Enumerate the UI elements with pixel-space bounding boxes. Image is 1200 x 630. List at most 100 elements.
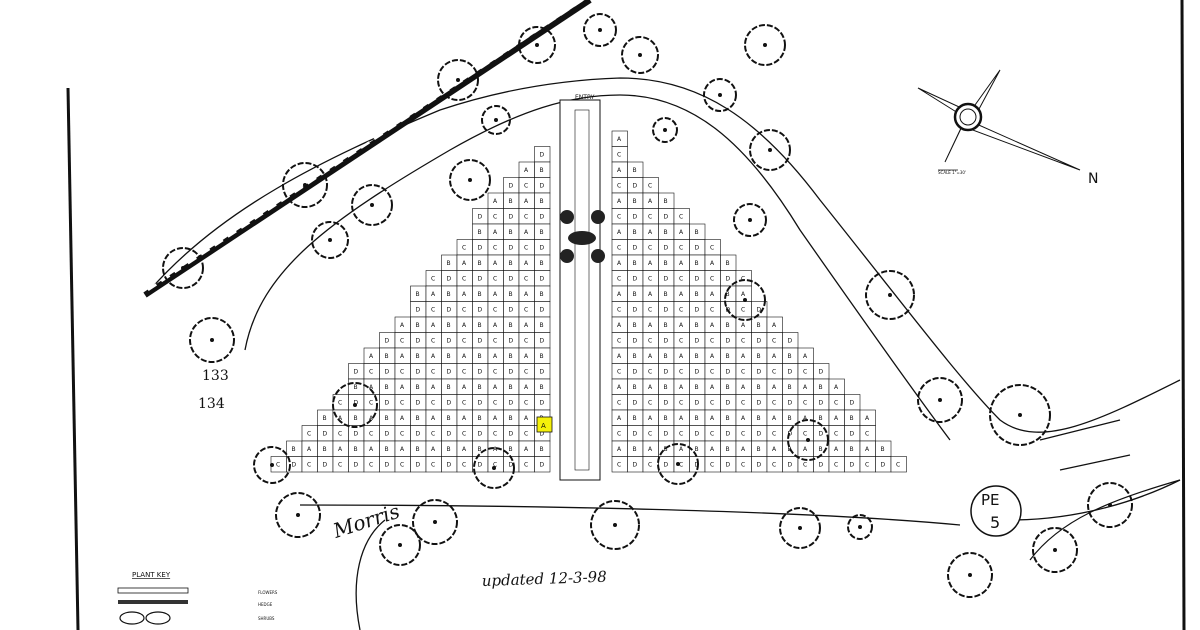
grave-plot-letter: A — [369, 446, 374, 453]
grave-plot-letter: C — [524, 307, 528, 314]
grave-plot-letter: A — [369, 384, 374, 391]
tree-icon — [787, 419, 829, 461]
grave-plot-letter: A — [710, 446, 715, 453]
grave-plot-letter: C — [648, 462, 652, 469]
grave-plot-letter: C — [369, 369, 373, 376]
grave-plot-letter: A — [865, 446, 870, 453]
grave-plot-letter: D — [757, 307, 762, 314]
grave-plot-letter: D — [540, 431, 545, 438]
grave-plot-letter: B — [726, 415, 730, 422]
tree-icon — [282, 162, 328, 208]
grave-plot-letter: D — [664, 462, 669, 469]
grave-plot-letter: B — [509, 415, 513, 422]
grave-plot-letter: A — [462, 446, 467, 453]
grave-plot-letter: C — [493, 276, 497, 283]
grave-plot-letter: C — [617, 431, 621, 438]
tree-icon — [947, 552, 993, 598]
tree-icon — [847, 514, 873, 540]
grave-plot-letter: D — [757, 338, 762, 345]
grave-plot-letter: A — [617, 167, 622, 174]
grave-plot-letter: B — [323, 415, 327, 422]
grave-plot-letter: B — [788, 353, 792, 360]
grave-plot-letter: A — [648, 353, 653, 360]
tree-icon — [621, 36, 659, 74]
grave-plot-letter: C — [307, 431, 311, 438]
grave-plot-letter: B — [478, 353, 482, 360]
grave-plot-letter: C — [493, 431, 497, 438]
grave-plot-letter: B — [385, 415, 389, 422]
tree-trunk-icon — [492, 466, 496, 470]
grave-plot-letter: B — [633, 353, 637, 360]
grave-plot-letter: A — [462, 291, 467, 298]
grave-plot-letter: B — [385, 384, 389, 391]
grave-plot-letter: A — [431, 353, 436, 360]
tree-icon — [412, 499, 458, 545]
tree-icon — [1087, 482, 1133, 528]
grave-plot-letter: B — [664, 229, 668, 236]
page-border-right — [1180, 0, 1186, 630]
grave-plot-letter: B — [633, 167, 637, 174]
grave-plot[interactable] — [890, 456, 907, 473]
grave-plot-letter: C — [710, 276, 714, 283]
grave-plot-letter: C — [679, 338, 683, 345]
grave-plot-letter: B — [447, 353, 451, 360]
grave-plot-letter: A — [493, 353, 498, 360]
grave-plot-letter: A — [648, 384, 653, 391]
grave-plot-letter: B — [478, 260, 482, 267]
grave-plot-letter: D — [850, 400, 855, 407]
grave-plot-letter: D — [323, 462, 328, 469]
grave-plot-letter: D — [540, 307, 545, 314]
grave-plot-letter: A — [803, 384, 808, 391]
grave-plot-letter: D — [695, 307, 700, 314]
tree-icon — [351, 184, 393, 226]
grave-plot-letter: A — [648, 198, 653, 205]
grave-plot-letter: C — [617, 183, 621, 190]
highlighted-plot[interactable] — [536, 416, 553, 433]
grave-plot-letter: C — [462, 369, 466, 376]
grave-plot-letter: A — [493, 384, 498, 391]
grave-plot-letter: D — [509, 276, 514, 283]
grave-plot-letter: A — [741, 415, 746, 422]
grave-plot-letter: B — [540, 260, 544, 267]
grave-plot-letter: C — [710, 338, 714, 345]
grave-plot-letter: C — [617, 338, 621, 345]
grave-plot-letter: D — [757, 431, 762, 438]
grave-plot-letter: B — [819, 446, 823, 453]
grave-plot-letter: D — [385, 431, 390, 438]
tree-icon — [733, 203, 767, 237]
grave-plot-letter: A — [803, 446, 808, 453]
grave-plot[interactable] — [534, 456, 551, 473]
grave-plot-letter: C — [679, 276, 683, 283]
grave-plot-letter: B — [509, 353, 513, 360]
grave-plot-letter: D — [695, 245, 700, 252]
grave-plot-letter: C — [741, 462, 745, 469]
grave-plot-letter: C — [617, 245, 621, 252]
tree-icon — [189, 317, 235, 363]
plant-key-label-shrubs: SHRUBS — [258, 616, 275, 621]
grave-plot-letter: A — [462, 260, 467, 267]
grave-plot-letter: D — [509, 338, 514, 345]
grave-plot-letter: D — [478, 431, 483, 438]
grave-plot-letter: B — [664, 446, 668, 453]
grave-plot-letter: B — [478, 446, 482, 453]
grave-plot-letter: D — [664, 214, 669, 221]
grave-plot-letter: A — [617, 415, 622, 422]
tree-icon — [724, 279, 766, 321]
grave-plot-letter: A — [524, 198, 529, 205]
grave-plot-letter: C — [493, 462, 497, 469]
grave-plot-letter: C — [710, 400, 714, 407]
grave-plot-letter: B — [633, 260, 637, 267]
grave-plot-letter: A — [524, 322, 529, 329]
hedge-band — [143, 0, 592, 298]
tree-trunk-icon — [938, 398, 942, 402]
grave-plot-letter: B — [664, 322, 668, 329]
grave-plot-letter: A — [493, 415, 498, 422]
grave-plot-letter: A — [617, 446, 622, 453]
tree-icon — [989, 384, 1051, 446]
grave-plot-letter: B — [509, 291, 513, 298]
grave-plot-letter: D — [850, 462, 855, 469]
grave-plot-letter: C — [648, 276, 652, 283]
tree-trunk-icon — [181, 266, 185, 270]
grave-plot-letter: D — [447, 400, 452, 407]
